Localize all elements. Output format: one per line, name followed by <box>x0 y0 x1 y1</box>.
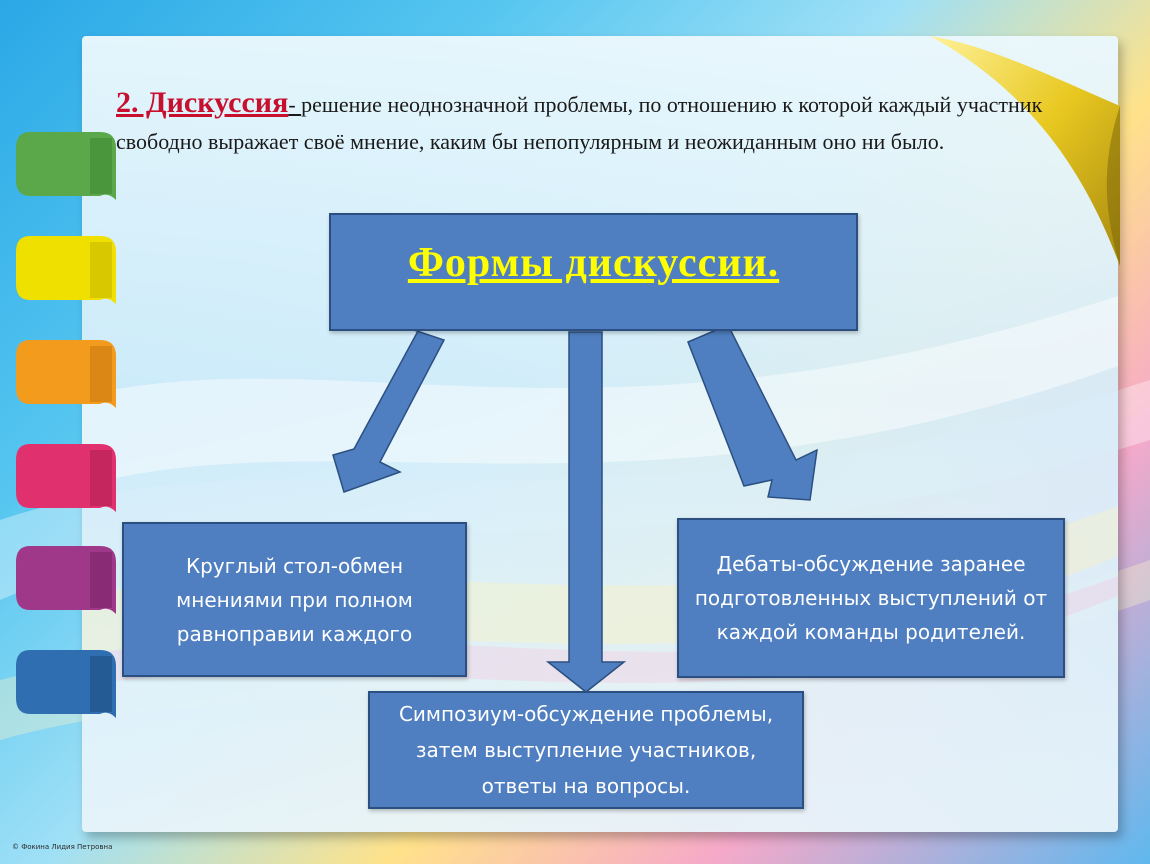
definition-paragraph: 2. Дискуссия- решение неоднозначной проб… <box>116 84 1106 160</box>
tab-green <box>16 132 116 200</box>
symposium-box: Симпозиум-обсуждение проблемы, затем выс… <box>368 691 804 809</box>
tab-purple <box>16 546 116 614</box>
definition-term: 2. Дискуссия <box>116 86 289 119</box>
debates-text: Дебаты-обсуждение заранее подготовленных… <box>694 552 1048 644</box>
round-table-text: Круглый стол-обмен мнениями при полном р… <box>176 553 413 646</box>
tab-orange <box>16 340 116 408</box>
definition-dash: - <box>288 92 302 117</box>
diagram-title-box: Формы дискуссии. <box>329 213 858 331</box>
definition-text: решение неоднозначной проблемы, по отнош… <box>116 92 1043 154</box>
page-curl-decoration <box>930 36 1120 266</box>
copyright-note: © Фокина Лидия Петровна <box>12 843 113 851</box>
tab-yellow <box>16 236 116 304</box>
round-table-box: Круглый стол-обмен мнениями при полном р… <box>122 522 467 677</box>
tab-pink <box>16 444 116 512</box>
tab-blue <box>16 650 116 718</box>
diagram-title: Формы дискуссии. <box>407 240 780 286</box>
debates-box: Дебаты-обсуждение заранее подготовленных… <box>677 518 1065 678</box>
symposium-text: Симпозиум-обсуждение проблемы, затем выс… <box>398 702 774 798</box>
